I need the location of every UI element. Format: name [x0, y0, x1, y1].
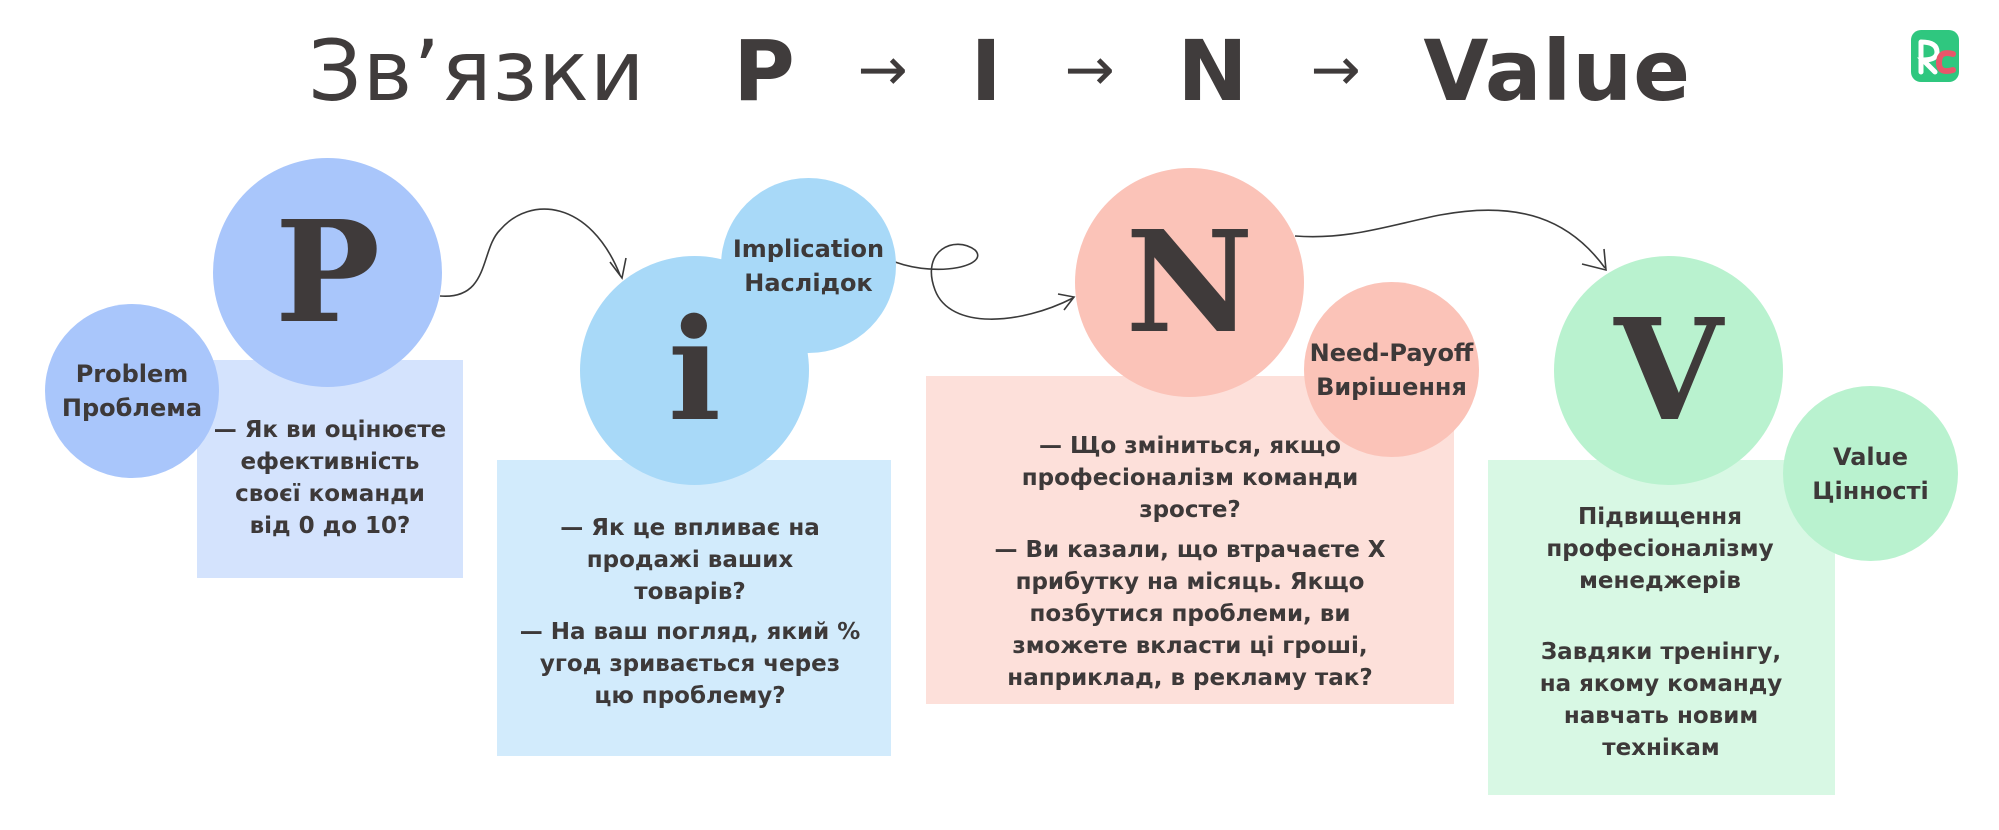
n-label-circle: Need-Payoff Вирішення	[1304, 282, 1479, 457]
p-question-box	[197, 360, 463, 578]
i-label-en: Implication	[732, 234, 885, 263]
title-p: P	[733, 22, 796, 120]
title-value: Value	[1423, 22, 1692, 120]
n-circle: N	[1075, 168, 1304, 397]
title-arrow-3: →	[1310, 35, 1362, 105]
arrowhead-i-to-n	[1057, 293, 1076, 311]
p-letter: P	[274, 190, 381, 355]
n-label-ua: Вирішення	[1316, 372, 1467, 401]
brand-logo-icon	[1911, 30, 1959, 82]
arrow-i-to-n	[894, 243, 1074, 320]
v-text-2: Завдяки тренінгу, на якому команду навча…	[1539, 639, 1783, 761]
title-prefix: Зв’язки	[307, 22, 646, 120]
v-label-en: Value	[1832, 442, 1909, 471]
i-label-circle: Implication Наслідок	[721, 178, 896, 353]
title-arrow-2: →	[1064, 35, 1116, 105]
v-circle: V	[1554, 256, 1783, 485]
arrowhead-p-to-i	[609, 257, 627, 280]
i-question-2: — На ваш погляд, який % угод зривається …	[519, 619, 861, 709]
p-circle: P	[213, 158, 442, 387]
p-label-circle: Problem Проблема	[45, 304, 219, 478]
n-question-2: — Ви казали, що втрачаєте X прибутку на …	[994, 537, 1386, 691]
title-arrow-1: →	[857, 35, 909, 105]
i-letter: i	[667, 288, 722, 453]
v-letter: V	[1614, 288, 1723, 453]
title-i: I	[970, 22, 1003, 120]
title-n: N	[1177, 22, 1249, 120]
page-title: Зв’язки P → I → N → Value	[0, 22, 1999, 120]
n-question-1: — Що зміниться, якщо професіоналізм кома…	[1021, 433, 1359, 523]
i-question-box	[497, 460, 891, 756]
arrowhead-n-to-v	[1581, 248, 1607, 272]
v-text-1: Підвищення професіоналізму менеджерів	[1546, 504, 1774, 594]
p-label-en: Problem	[75, 360, 189, 388]
v-label-circle: Value Цінності	[1783, 386, 1958, 561]
v-text-box	[1488, 460, 1835, 795]
arrow-p-to-i	[439, 208, 621, 297]
i-label-ua: Наслідок	[744, 268, 873, 297]
n-label-en: Need-Payoff	[1309, 338, 1474, 367]
v-label-ua: Цінності	[1812, 476, 1929, 505]
n-letter: N	[1125, 200, 1254, 365]
i-question-1: — Як це впливає на продажі ваших товарів…	[560, 515, 820, 605]
p-label-ua: Проблема	[61, 394, 203, 422]
p-question-text: — Як ви оцінюєте ефективність своєї кома…	[213, 417, 447, 539]
arrow-n-to-v	[1294, 209, 1606, 269]
